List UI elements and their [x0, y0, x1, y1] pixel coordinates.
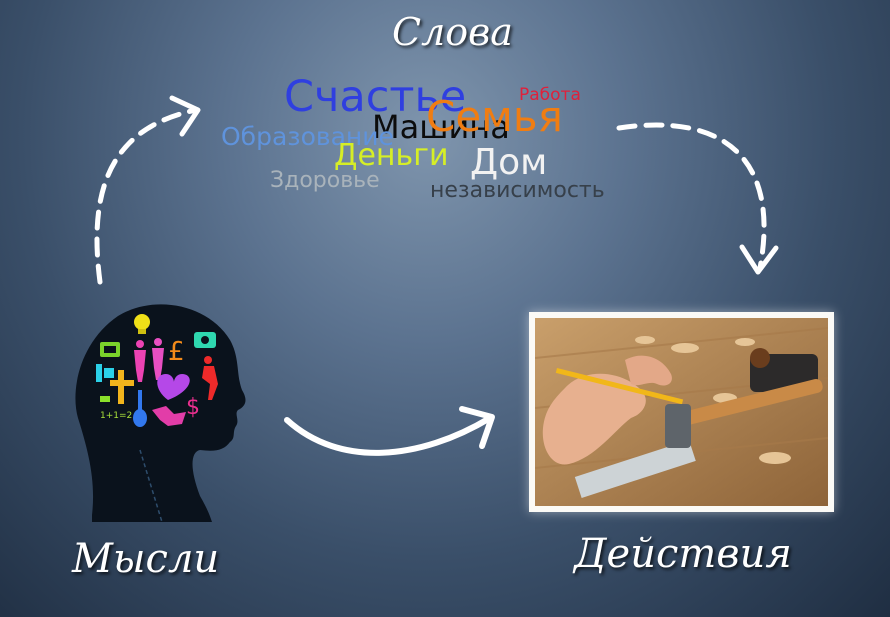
thoughts-to-actions-curved-arrow-icon — [284, 415, 493, 456]
word-education: Образование — [221, 122, 394, 151]
actions-label: Действия — [574, 531, 792, 577]
figure-icon — [96, 364, 114, 382]
word-health: Здоровье — [270, 168, 380, 193]
guitar-icon — [133, 390, 147, 427]
thoughts-label: Мысли — [72, 536, 220, 582]
thoughts-to-actions-arrowhead-icon — [459, 406, 495, 449]
word-family: Семья — [426, 92, 563, 141]
ruler-icon — [574, 439, 696, 498]
dollar-icon: $ — [186, 395, 200, 420]
words-label: Слова — [392, 10, 513, 54]
camera-icon — [194, 332, 216, 348]
world-map-icon — [152, 406, 186, 426]
hand-plane-icon — [750, 348, 818, 392]
pound-icon: £ — [168, 337, 185, 367]
head-silhouette-icon: £ $ 1+1=2 — [75, 304, 246, 523]
cross-icon — [110, 370, 134, 404]
word-car: Машина — [372, 108, 510, 146]
hand-shape-right — [625, 355, 672, 386]
equation-text: 1+1=2 — [100, 411, 132, 421]
wood-shavings — [635, 336, 791, 464]
dancer-icon — [202, 356, 218, 400]
pencil-icon — [555, 367, 684, 405]
hand-shape — [542, 373, 646, 465]
tv-icon — [100, 342, 120, 357]
word-home: Дом — [470, 142, 548, 183]
word-money: Деньги — [334, 138, 449, 173]
word-happiness: Счастье — [284, 72, 467, 122]
lightbulb-icon — [134, 314, 150, 334]
thoughts-to-words-arrowhead-icon — [169, 95, 201, 137]
thoughts-to-words-dashed-arrow-icon — [94, 107, 199, 285]
hammer-icon — [665, 378, 823, 448]
word-work: Работа — [519, 85, 581, 105]
woodworking-photo — [535, 318, 828, 506]
words-to-actions-arrowhead-icon — [739, 244, 779, 275]
bars-icon — [100, 396, 110, 402]
word-independence: независимость — [430, 178, 605, 203]
neck-stitch-line — [139, 449, 163, 523]
heart-icon — [157, 374, 190, 400]
woodworking-photo-frame — [529, 312, 834, 512]
people-icon — [134, 338, 164, 382]
words-to-actions-dashed-arrow-icon — [616, 122, 767, 271]
